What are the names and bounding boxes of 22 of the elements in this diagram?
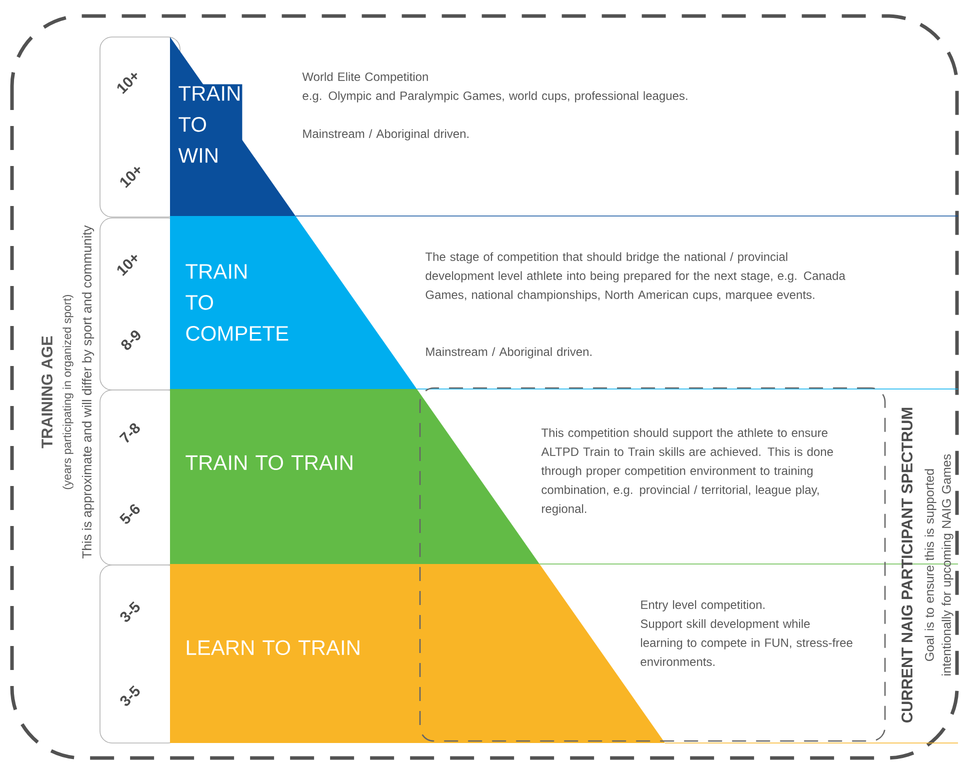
description-text: e.g. Olympic and Paralympic Games, world cups, professional leagues. — [302, 91, 688, 102]
description-text: World Elite Competition — [302, 72, 428, 84]
age-number: 8-9 — [121, 330, 140, 350]
description-text: The stage of competition that should bridge the national / provincial development level athlete into being prepared for the next stage, e.g. Canada Games, national championships, North American cups, marquee events. — [425, 252, 846, 302]
subtitle: Goal is to ensure this is supported intentionally for upcoming NAIG Games — [924, 454, 954, 676]
description-text: This competition should support the athlete to ensure ALTPD Train to Train skills are achieved. This is done through proper competition environment to training combination, e.g. provincial / territorial, league play, regional. — [541, 428, 833, 516]
age-number: 10+ — [117, 72, 138, 94]
axis-subtitle: (years participating in organized sport) — [62, 294, 74, 490]
age-number: 3-5 — [120, 601, 140, 622]
axis-title: TRAINING AGE — [42, 336, 52, 448]
pyramid-band: TRAIN TO TRAIN — [170, 389, 540, 564]
age-number: 5-6 — [119, 504, 140, 524]
age-number: 10+ — [120, 166, 140, 188]
pyramid-band: TRAIN TO COMPETE — [170, 216, 417, 389]
age-number: 3-5 — [120, 685, 140, 706]
axis-note: This is approximate and will differ by sport and community — [82, 225, 94, 558]
age-number: 10+ — [117, 254, 138, 276]
age-number: 7-8 — [119, 423, 140, 443]
description-text: Mainstream / Aboriginal driven. — [303, 129, 468, 140]
heading: CURRENT NAIG PARTICIPANT SPECTRUM — [902, 408, 912, 722]
pyramid-band: TRAIN TO WIN — [170, 37, 296, 216]
description-text: Mainstream / Aboriginal driven. — [426, 347, 592, 358]
